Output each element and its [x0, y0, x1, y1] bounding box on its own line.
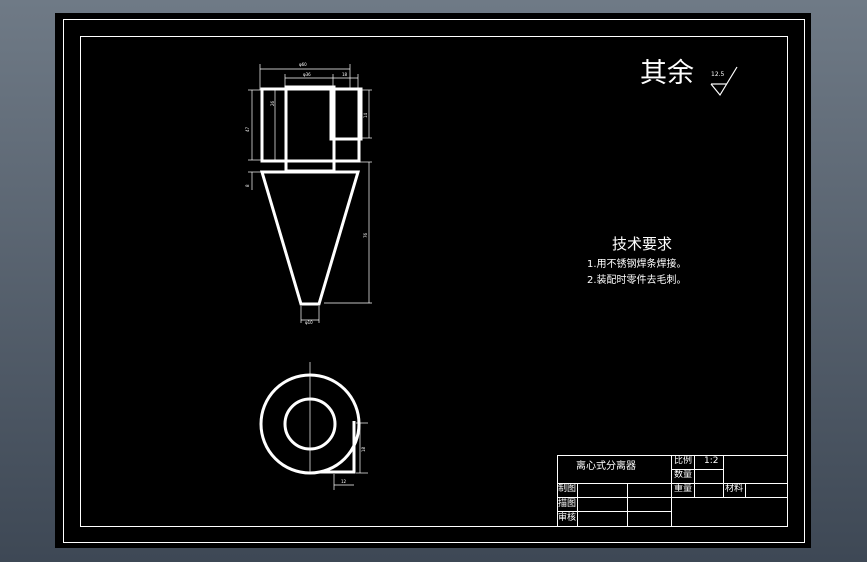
material-label: 材料: [725, 484, 744, 494]
dim-cone-height: 76: [363, 232, 368, 238]
dim-inlet-height: 14: [363, 112, 368, 118]
inner-pipe: [284, 85, 336, 173]
cone-body: [259, 170, 361, 306]
scale-value: 1:2: [704, 456, 719, 466]
elevation-dims: [248, 64, 372, 323]
inner-frame: [80, 36, 788, 527]
dim-inlet-width: 18: [342, 72, 348, 77]
outer-frame: [63, 19, 805, 543]
tech-requirements-title: 技术要求: [612, 235, 673, 253]
roughness-value: 12.5: [711, 71, 725, 78]
dim-gap: 8: [245, 184, 250, 187]
plan-view: [259, 362, 368, 490]
outer-circle: [259, 373, 361, 475]
tech-requirement-item: 1.用不锈钢焊条焊接。: [587, 259, 687, 270]
cylinder-body: [260, 87, 361, 163]
elevation-view: [259, 85, 363, 306]
dim-plan-tab-height: 18: [361, 446, 366, 452]
dim-cyl-height: 26: [270, 100, 275, 106]
roughness-symbol: [710, 66, 738, 97]
weight-label: 重量: [674, 484, 693, 494]
title-block-grid: [557, 455, 788, 527]
inner-circle: [283, 397, 337, 451]
inlet-tab: [320, 421, 356, 474]
tech-requirement-item: 2.装配时零件去毛刺。: [587, 275, 687, 286]
scale-label: 比例: [674, 456, 693, 466]
drawn-by-label: 制图: [558, 484, 577, 494]
quantity-label: 数量: [674, 470, 693, 480]
dim-top-width: φ60: [299, 62, 307, 67]
drawing-sheet: [55, 13, 811, 548]
traced-by-label: 描图: [558, 499, 577, 509]
roughness-label: 其余: [640, 58, 694, 89]
dim-plan-tab-width: 12: [341, 479, 347, 484]
part-name: 离心式分离器: [576, 461, 636, 472]
dim-left-height: 47: [245, 126, 250, 132]
inlet-duct: [329, 87, 363, 141]
dim-bottom-outlet: φ10: [305, 320, 313, 325]
checked-by-label: 审核: [558, 513, 577, 523]
dim-inner-width: φ36: [303, 72, 311, 77]
